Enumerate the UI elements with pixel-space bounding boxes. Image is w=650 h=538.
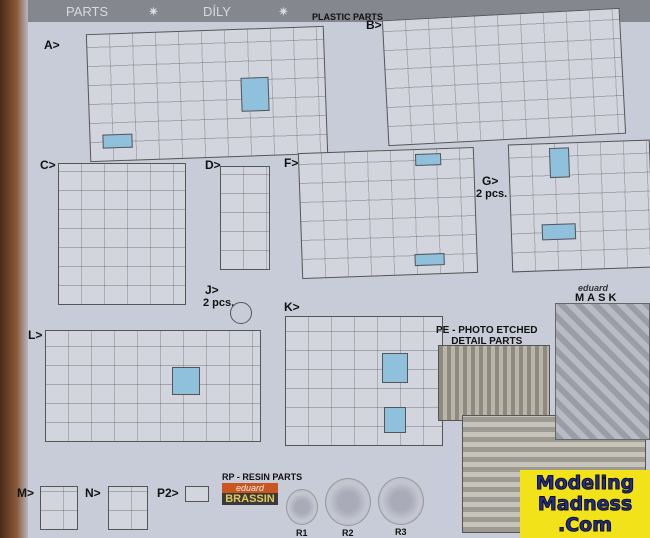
sprue-j-count: 2 pcs.	[203, 297, 235, 309]
sprue-n-label: N>	[85, 486, 101, 500]
pe-title: PE - PHOTO ETCHED DETAIL PARTS	[436, 325, 538, 347]
clear-part	[414, 253, 445, 267]
sprue-m-label: M>	[17, 486, 35, 500]
sprue-l	[45, 330, 261, 442]
wheel-r1-label: R1	[296, 528, 308, 538]
mask-brand: eduard	[578, 283, 609, 293]
sprue-g	[507, 139, 650, 273]
parts-label: PARTS	[66, 4, 109, 19]
sprue-c	[58, 163, 186, 305]
mask-sheet	[555, 303, 650, 440]
clear-part	[541, 223, 577, 241]
wheel-r1	[286, 489, 318, 525]
clear-part	[414, 153, 442, 167]
table-edge	[0, 0, 28, 538]
sprue-a	[85, 25, 329, 163]
clear-part	[384, 407, 406, 433]
sprue-b-label: B>	[366, 18, 382, 32]
sprue-n	[108, 486, 148, 530]
sprue-j	[230, 302, 252, 324]
clear-part	[172, 367, 200, 395]
pe-title-line1: PE - PHOTO ETCHED	[436, 325, 538, 336]
sprue-p2-label: P2>	[157, 486, 179, 500]
sprue-m	[40, 486, 78, 530]
pe-title-line2: DETAIL PARTS	[451, 336, 523, 347]
clear-part	[102, 133, 133, 149]
pe-fret-1	[438, 345, 550, 421]
sprue-j-label: J>	[205, 283, 219, 297]
brassin-brand: eduard	[222, 483, 278, 493]
wheel-r2	[325, 478, 371, 526]
watermark-line2: Madness	[537, 493, 633, 515]
clear-part	[548, 147, 570, 179]
watermark-line3: .Com	[557, 514, 612, 536]
sprue-f-label: F>	[284, 156, 299, 170]
clear-part	[240, 76, 270, 112]
sprue-g-count: 2 pcs.	[476, 188, 508, 200]
brassin-label: BRASSIN	[225, 493, 275, 505]
resin-title: RP - RESIN PARTS	[222, 472, 303, 482]
star-icon: ✷	[148, 4, 159, 19]
wheel-r3-label: R3	[395, 527, 407, 537]
sprue-l-label: L>	[28, 328, 43, 342]
sprue-p2	[185, 486, 209, 502]
sprue-f	[297, 146, 479, 280]
wheel-r2-label: R2	[342, 528, 354, 538]
clear-part	[382, 353, 408, 383]
plastic-parts-title: PLASTIC PARTS	[312, 12, 383, 22]
sprue-d	[220, 166, 270, 270]
sprue-d-label: D>	[205, 158, 221, 172]
sprue-g-label: G>	[482, 174, 499, 188]
dily-label: DÍLY	[203, 4, 231, 19]
sprue-k	[285, 316, 443, 446]
mask-label: MASK	[575, 292, 620, 304]
sprue-a-label: A>	[44, 38, 60, 52]
sprue-c-label: C>	[40, 158, 56, 172]
wheel-r3	[378, 477, 424, 525]
sprue-k-label: K>	[284, 300, 300, 314]
sprue-b	[381, 7, 627, 147]
star-icon: ✷	[278, 4, 289, 19]
watermark-line1: Modeling	[535, 472, 635, 494]
modeling-madness-watermark: Modeling Madness .Com	[520, 470, 650, 538]
brassin-logo: eduard BRASSIN	[222, 483, 278, 505]
